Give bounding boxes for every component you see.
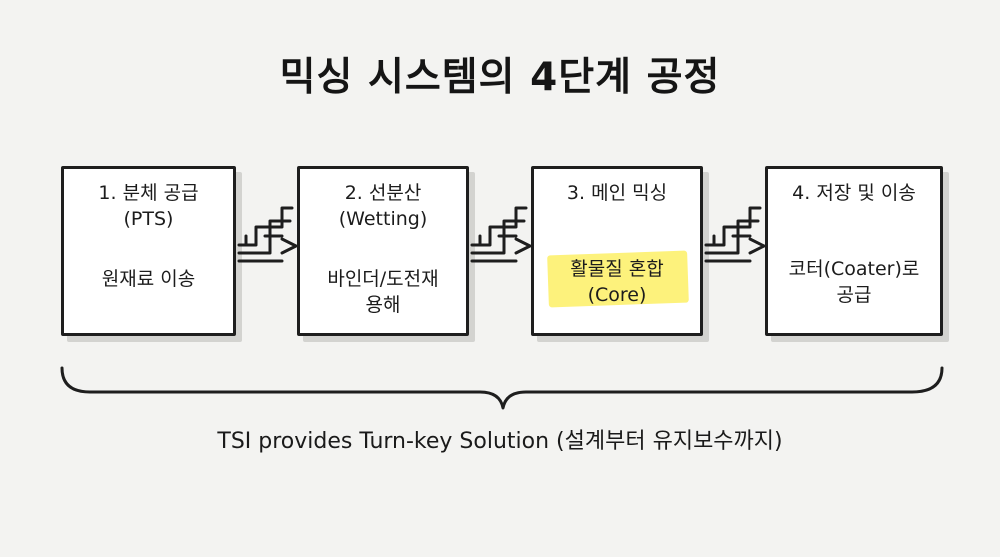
step-description: 공급 [836,284,872,306]
step-subheading: (Wetting) [338,208,428,230]
step-box-wetting: 2. 선분산 (Wetting) 바인더/도전재 용해 [297,166,469,336]
step-subheading: (PTS) [123,208,174,230]
step-box-storage: 4. 저장 및 이송 코터(Coater)로 공급 [765,166,943,336]
flow-arrow-icon [704,206,766,263]
step-box-pts: 1. 분체 공급 (PTS) 원재료 이송 [61,166,236,336]
flow-arrow-icon [470,206,532,263]
flow-arrow-icon [237,206,298,263]
step-description: 원재료 이송 [101,268,196,290]
bracket-brace [60,366,944,410]
diagram-title: 믹싱 시스템의 4단계 공정 [279,55,721,100]
step-box-main-mixing: 3. 메인 믹싱 활물질 혼합 (Core) [531,166,703,336]
step-heading: 3. 메인 믹싱 [566,182,668,204]
step-description: 코터(Coater)로 [788,258,920,280]
step-heading: 2. 선분산 [344,182,422,204]
step-description: 바인더/도전재 [327,268,439,290]
footer-note: TSI provides Turn-key Solution (설계부터 유지보… [217,429,783,454]
step-description: 용해 [365,294,401,316]
step-heading: 1. 분체 공급 [98,182,199,204]
step-heading: 4. 저장 및 이송 [792,182,916,204]
step-description: (Core) [587,284,647,306]
step-description: 활물질 혼합 [570,258,664,280]
